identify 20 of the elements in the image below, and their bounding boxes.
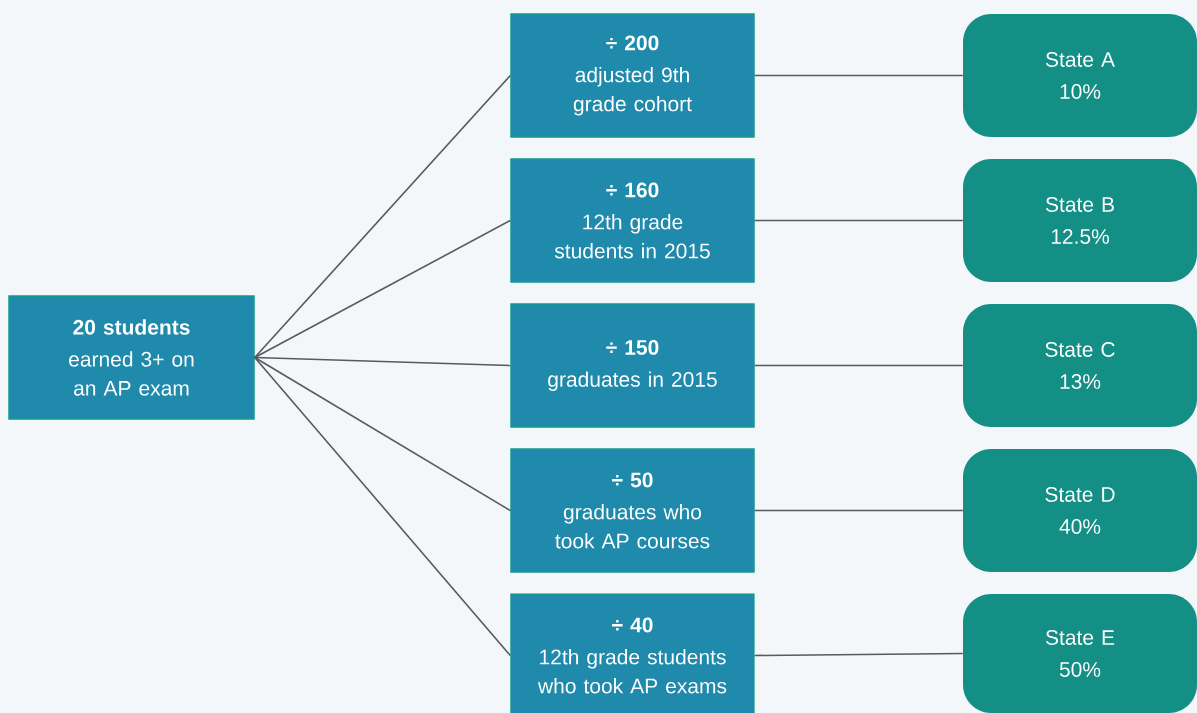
connector-line xyxy=(253,219,512,359)
result-box: State C 13% xyxy=(963,304,1197,427)
connector-line xyxy=(253,356,512,367)
connector-line xyxy=(753,74,964,77)
process-box: ÷ 200 adjusted 9th grade cohort xyxy=(510,13,755,138)
process-box: ÷ 50 graduates who took AP courses xyxy=(510,448,755,573)
process-box: ÷ 150 graduates in 2015 xyxy=(510,303,755,428)
process-box: 20 students earned 3+ on an AP exam xyxy=(8,295,255,420)
connector-line xyxy=(753,219,964,222)
process-box: ÷ 40 12th grade students who took AP exams xyxy=(510,593,755,713)
process-box: ÷ 160 12th grade students in 2015 xyxy=(510,158,755,283)
connector-line xyxy=(753,509,964,512)
result-box: State B 12.5% xyxy=(963,159,1197,282)
connector-line xyxy=(253,74,512,359)
connector-line xyxy=(753,364,964,367)
result-box: State A 10% xyxy=(963,14,1197,137)
connector-line xyxy=(753,652,964,657)
connector-line xyxy=(253,356,512,657)
result-box: State E 50% xyxy=(963,594,1197,713)
result-box: State D 40% xyxy=(963,449,1197,572)
